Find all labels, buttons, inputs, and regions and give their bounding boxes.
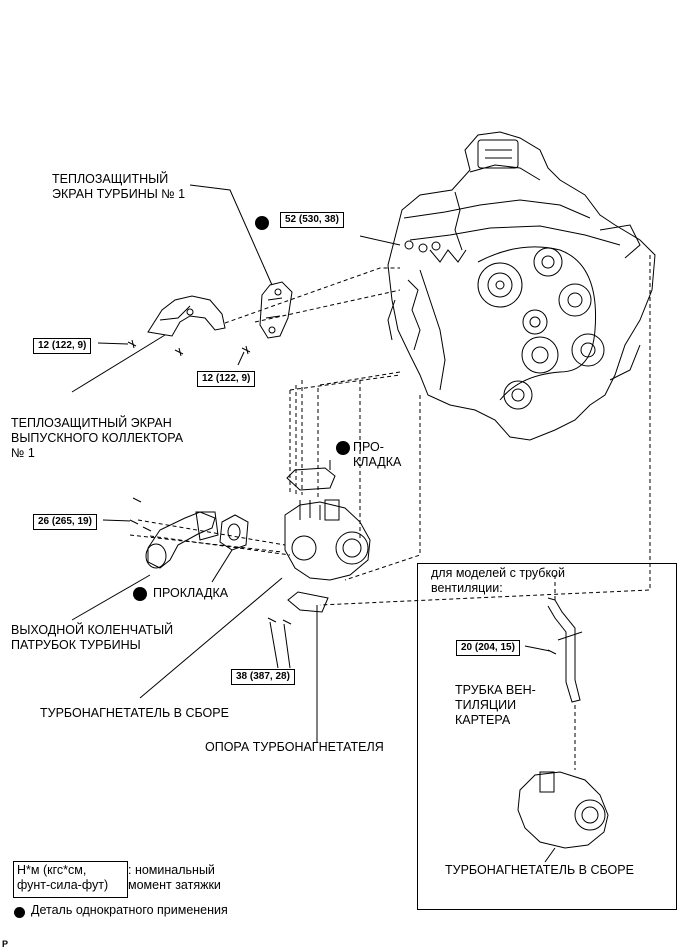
single-use-dot xyxy=(336,441,350,455)
bolts-drawing xyxy=(127,339,557,655)
bracket-drawing xyxy=(287,591,329,613)
torque-box: 52 (530, 38) xyxy=(280,212,344,228)
label-turbo-bracket: ОПОРА ТУРБОНАГНЕТАТЕЛЯ xyxy=(205,740,384,754)
inset-turbo-drawing xyxy=(517,771,609,849)
torque-box: 26 (265, 19) xyxy=(33,514,97,530)
torque-box: 20 (204, 15) xyxy=(456,640,520,656)
torque-box: 12 (122, 9) xyxy=(33,338,92,354)
label-gasket-bottom: ПРОКЛАДКА xyxy=(153,586,229,600)
inset-panel xyxy=(417,563,677,910)
legend-unit-desc: : номинальный момент затяжки xyxy=(128,863,221,892)
engine-drawing xyxy=(387,131,656,441)
gasket-top-drawing xyxy=(286,467,336,491)
label-elbow: ВЫХОДНОЙ КОЛЕНЧАТЫЙ ПАТРУБОК ТУРБИНЫ xyxy=(11,623,174,652)
label-heat-shield-turbo: ТЕПЛОЗАЩИТНЫЙ ЭКРАН ТУРБИНЫ № 1 xyxy=(52,172,186,201)
label-turbo-assembly: ТУРБОНАГНЕТАТЕЛЬ В СБОРЕ xyxy=(40,706,229,720)
heat-shield-manifold-drawing xyxy=(147,295,226,337)
single-use-dot xyxy=(133,587,147,601)
gasket-bottom-drawing xyxy=(219,514,249,551)
legend-dot xyxy=(14,907,25,918)
single-use-dot xyxy=(255,216,269,230)
label-heat-shield-manifold: ТЕПЛОЗАЩИТНЫЙ ЭКРАН ВЫПУСКНОГО КОЛЛЕКТОР… xyxy=(11,416,184,460)
turbo-drawing xyxy=(284,499,371,581)
torque-box: 12 (122, 9) xyxy=(197,371,256,387)
corner-mark: P xyxy=(2,939,9,949)
label-breather-tube: ТРУБКА ВЕН- ТИЛЯЦИИ КАРТЕРА xyxy=(455,683,536,727)
legend-unit-box: Н*м (кгс*см, фунт-сила-фут) xyxy=(13,861,128,898)
inset-title: для моделей с трубкой вентиляции: xyxy=(431,566,565,595)
elbow-drawing xyxy=(145,511,219,569)
label-gasket-top: ПРО- КЛАДКА xyxy=(353,440,402,469)
legend-single-use: Деталь однократного применения xyxy=(31,903,228,917)
label-inset-turbo: ТУРБОНАГНЕТАТЕЛЬ В СБОРЕ xyxy=(445,863,634,877)
torque-box: 38 (387, 28) xyxy=(231,669,295,685)
breather-tube-drawing xyxy=(547,597,583,703)
heat-shield-turbo-drawing xyxy=(259,281,293,339)
